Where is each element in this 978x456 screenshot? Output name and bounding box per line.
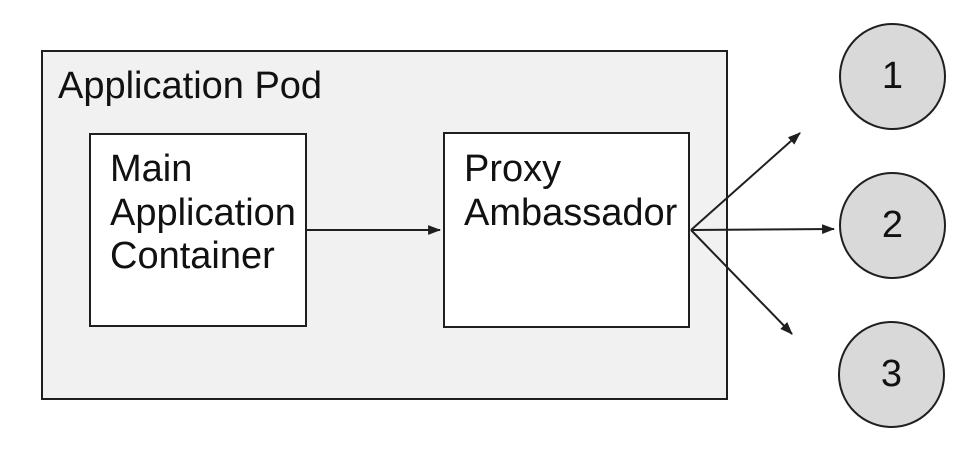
main-box-label-line: Main	[110, 148, 193, 190]
application-pod-label: Application Pod	[58, 65, 323, 107]
proxy-box-label-line: Ambassador	[464, 191, 678, 234]
endpoint-1-label: 1	[881, 55, 904, 97]
endpoint-circle-3: 3	[838, 321, 945, 428]
endpoint-circle-2: 2	[839, 172, 946, 279]
endpoint-circle-1: 1	[839, 23, 946, 130]
endpoint-3-label: 3	[880, 353, 903, 395]
main-box-label-line: Container	[110, 235, 275, 278]
proxy-box-label-line: Proxy	[464, 148, 562, 190]
endpoint-2-label: 2	[881, 204, 904, 246]
main-box-label-line: Application	[110, 191, 296, 234]
main-application-container-box: Main Application Container	[89, 133, 307, 327]
proxy-ambassador-box: Proxy Ambassador	[443, 132, 690, 328]
